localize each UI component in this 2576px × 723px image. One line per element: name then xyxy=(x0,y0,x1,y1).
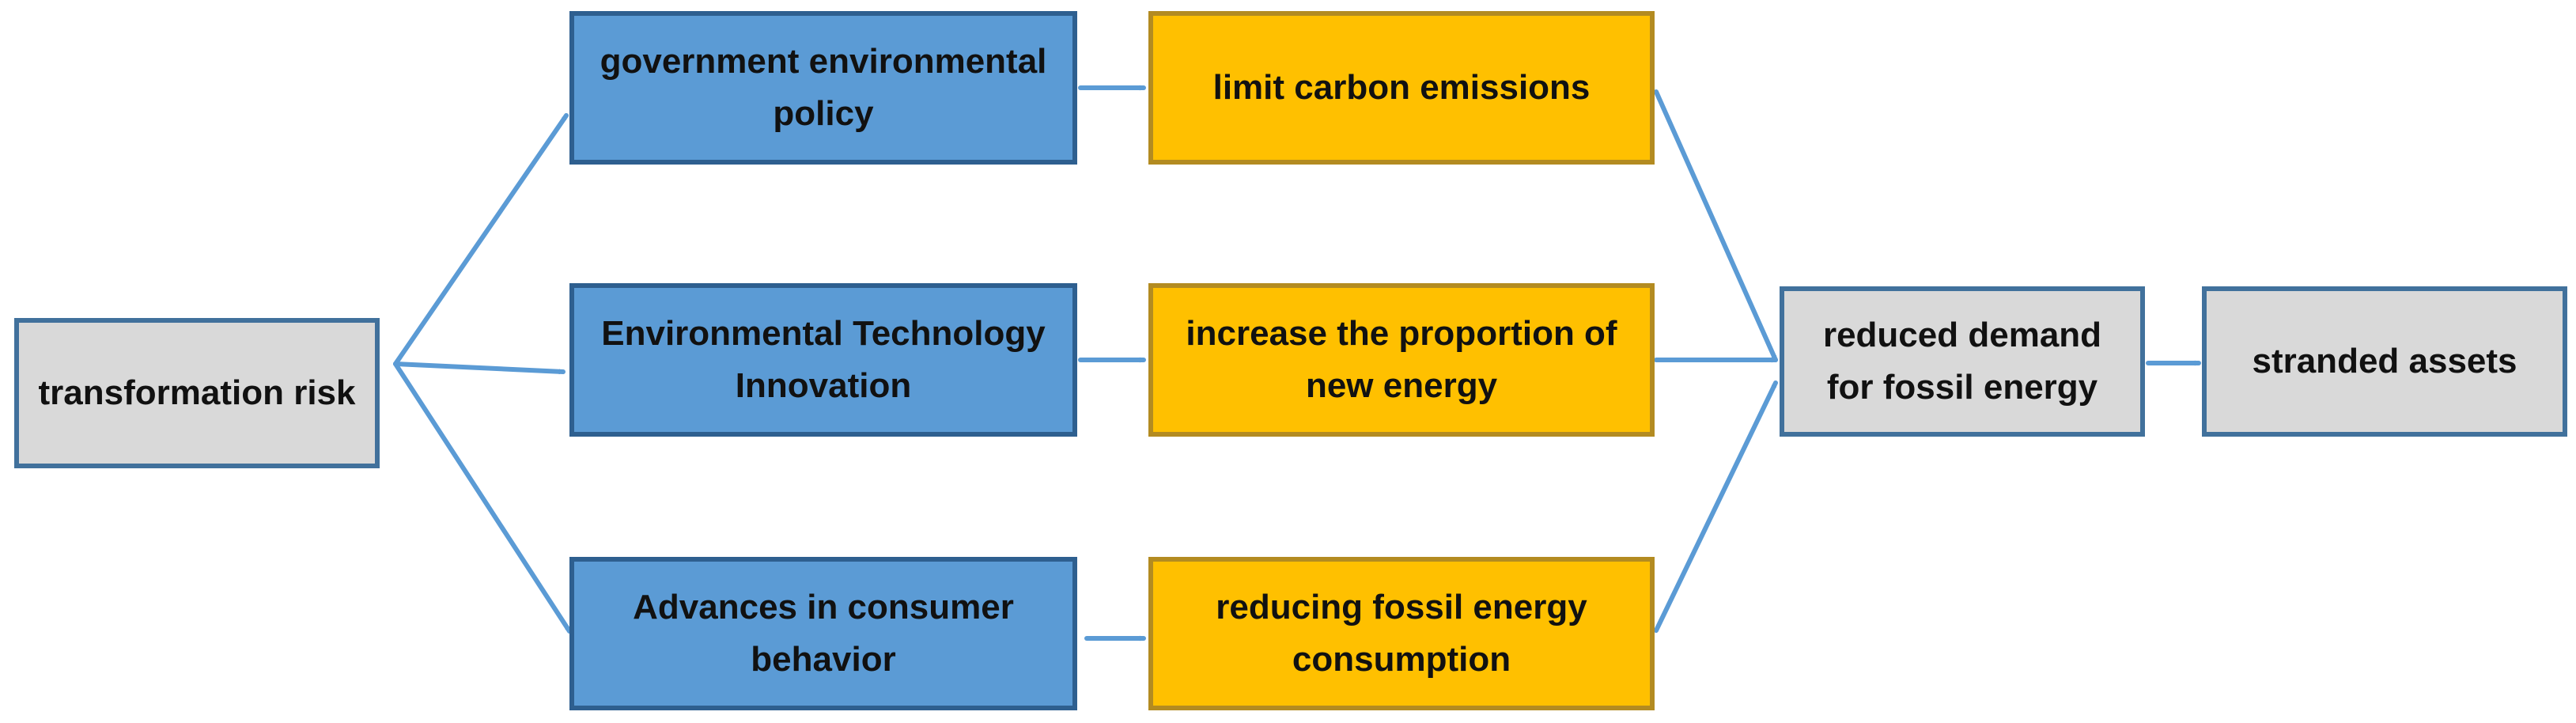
arrow-risk-to-tech xyxy=(393,362,566,372)
node-label: transformation risk xyxy=(38,373,356,412)
arrow-risk-to-consumer xyxy=(393,362,572,634)
node-government-environmental-policy: government environmental policy xyxy=(569,11,1077,165)
node-label: reduced demand for fossil energy xyxy=(1822,316,2102,407)
node-label: reducing fossil energy consumption xyxy=(1216,588,1587,679)
node-limit-carbon-emissions: limit carbon emissions xyxy=(1148,11,1655,165)
arrow-fossilcons-to-demand xyxy=(1654,380,1778,633)
node-new-energy-proportion: increase the proportion of new energy xyxy=(1148,283,1655,437)
node-transformation-risk: transformation risk xyxy=(14,318,380,468)
node-reducing-fossil-consumption: reducing fossil energy consumption xyxy=(1148,557,1655,710)
node-label: government environmental policy xyxy=(600,42,1047,133)
node-environmental-technology-innovation: Environmental Technology Innovation xyxy=(569,283,1077,437)
node-label: increase the proportion of new energy xyxy=(1186,314,1617,405)
node-label: stranded assets xyxy=(2252,342,2517,380)
arrow-carbon-to-demand xyxy=(1654,89,1778,362)
node-reduced-demand: reduced demand for fossil energy xyxy=(1780,286,2145,437)
arrow-risk-to-policy xyxy=(393,113,569,366)
node-label: Advances in consumer behavior xyxy=(633,588,1014,679)
node-label: Environmental Technology Innovation xyxy=(601,314,1046,405)
node-stranded-assets: stranded assets xyxy=(2202,286,2567,437)
node-label: limit carbon emissions xyxy=(1212,68,1591,107)
node-consumer-behavior: Advances in consumer behavior xyxy=(569,557,1077,710)
